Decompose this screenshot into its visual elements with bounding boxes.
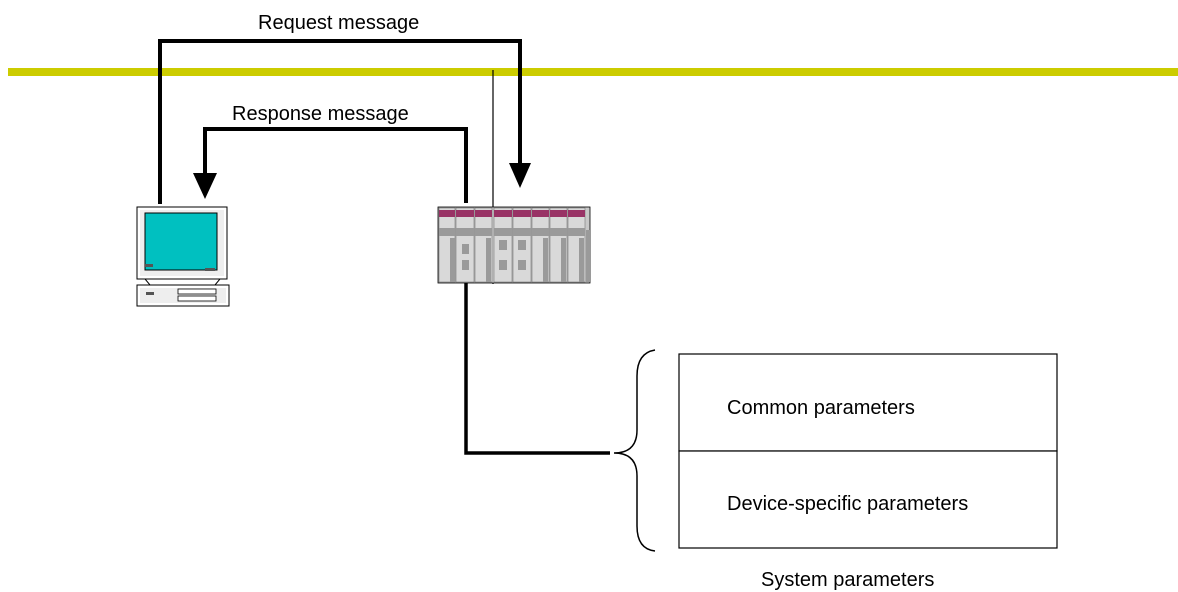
plc-module bbox=[438, 207, 456, 283]
plc-to-parameters-line bbox=[464, 283, 610, 455]
response-message-line bbox=[203, 127, 468, 203]
network-bus-line bbox=[8, 68, 1178, 76]
plc-module bbox=[474, 207, 493, 283]
plc-module bbox=[531, 207, 550, 283]
plc-rack-icon bbox=[437, 206, 591, 284]
plc-module bbox=[493, 207, 513, 283]
parameters-brace bbox=[613, 349, 656, 552]
desktop-computer-icon bbox=[136, 206, 230, 307]
request-message-line bbox=[158, 39, 522, 204]
system-parameters-table: Common parameters Device-specific parame… bbox=[678, 353, 1058, 549]
plc-module bbox=[549, 207, 568, 283]
common-parameters-label: Common parameters bbox=[727, 397, 915, 419]
device-specific-parameters-label: Device-specific parameters bbox=[727, 493, 968, 515]
plc-module bbox=[567, 207, 586, 283]
common-parameters-cell bbox=[678, 353, 1058, 452]
response-message-label: Response message bbox=[232, 103, 409, 125]
plc-module bbox=[455, 207, 475, 283]
system-parameters-caption: System parameters bbox=[761, 569, 934, 591]
request-message-label: Request message bbox=[258, 12, 419, 34]
device-specific-parameters-cell bbox=[678, 450, 1058, 549]
request-arrowhead bbox=[509, 163, 531, 188]
response-arrowhead bbox=[193, 173, 217, 199]
plc-module bbox=[512, 207, 532, 283]
